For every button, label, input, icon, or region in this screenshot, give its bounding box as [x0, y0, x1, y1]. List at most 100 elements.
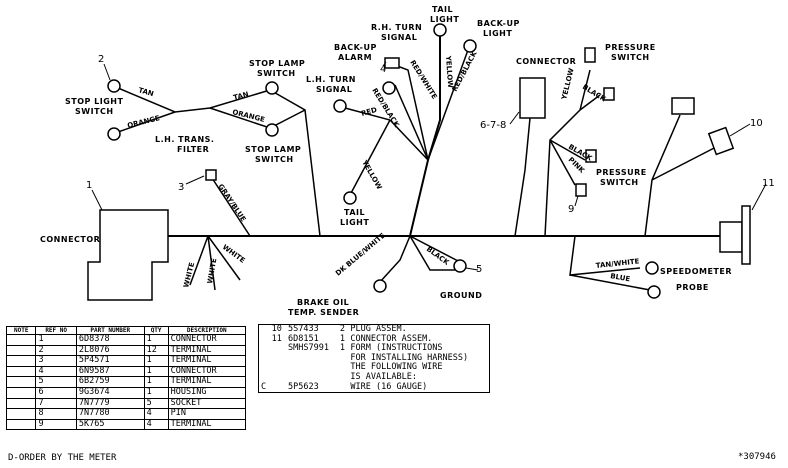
connector-left-label: CONNECTOR [40, 235, 100, 244]
back-up-light-label: BACK-UP [477, 19, 520, 28]
wire-label-orange: ORANGE [127, 114, 161, 130]
col-description: DESCRIPTION [167, 326, 247, 335]
callout-10: 10 [750, 118, 763, 129]
cell-note [259, 354, 270, 364]
cell-qty: 1 [143, 386, 169, 399]
wire-label-tan: TAN [137, 86, 154, 98]
lh-turn-signal-label-2: SIGNAL [316, 85, 352, 94]
cell-note: C [261, 381, 267, 392]
drawing-number: *307946 [738, 452, 776, 462]
cell-desc: WIRE (16 GAUGE) [350, 381, 428, 392]
cell-ref: 8 [35, 408, 77, 420]
stop-lamp-switch-bottom-label-2: SWITCH [255, 155, 294, 164]
cell-part: 7N7779 [75, 397, 145, 410]
cell-part: 5P5623 [288, 381, 319, 392]
wire-label-yellow: YELLOW [560, 67, 576, 101]
callout-4: 4 [380, 64, 386, 75]
wire-label-white: WHITE [221, 243, 247, 265]
pressure-switch-top [603, 87, 615, 101]
cell-qty [338, 363, 349, 373]
cell-qty: 1 [143, 376, 169, 388]
brake-oil-sender-label-2: TEMP. SENDER [288, 308, 359, 317]
cell-part: 7N7780 [75, 408, 145, 420]
cell-part: SMHS7991 [288, 343, 329, 354]
wire-label-tan: TAN [233, 90, 250, 102]
cell-desc: PIN [167, 408, 247, 420]
cell-ref: 7 [35, 397, 77, 410]
stop-lamp-switch-terminal [265, 81, 279, 95]
cell-qty [338, 383, 349, 393]
ground-label: GROUND [440, 291, 482, 300]
cell-desc: THE FOLLOWING WIRE [350, 362, 443, 373]
cell-desc: FOR INSTALLING HARNESS) [350, 352, 469, 363]
cell-note [259, 344, 270, 354]
cell-part [286, 363, 338, 373]
connector-678 [519, 77, 546, 119]
cell-desc: IS AVAILABLE: [350, 371, 417, 382]
cell-desc: SOCKET [167, 397, 247, 410]
cell-qty: 1 [143, 355, 169, 367]
rh-turn-signal-label-2: SIGNAL [381, 33, 417, 42]
cell-qty [338, 354, 349, 364]
cell-desc: CONNECTOR [167, 365, 247, 378]
cell-note [259, 335, 270, 345]
cell-ref: 5 [35, 376, 77, 388]
cell-qty: 1 [339, 343, 346, 354]
cell-ref [270, 363, 286, 373]
cell-part: 6D8378 [75, 334, 145, 346]
brake-oil-sender-label: BRAKE OIL [297, 298, 349, 307]
cell-ref: 4 [35, 365, 77, 378]
speedometer-probe-terminal [645, 261, 659, 275]
cell-ref: 10 [271, 324, 282, 334]
callout-5: 5 [476, 264, 482, 275]
tail-light-mid-label-2: LIGHT [340, 218, 369, 227]
stop-light-switch-terminal [107, 79, 121, 93]
wire-label-dk-blue-white: DK BLUE/WHITE [334, 231, 387, 277]
lh-turn-signal-label: L.H. TURN [306, 75, 356, 84]
cell-part: 6B2759 [75, 376, 145, 388]
stop-lamp-switch-top-label-2: SWITCH [257, 69, 296, 78]
cell-note [259, 363, 270, 373]
wire-label-white: WHITE [206, 257, 218, 284]
wire-label-yellow: YELLOW [360, 158, 384, 191]
stop-light-switch-label: STOP LIGHT [65, 97, 124, 106]
cell-desc: FORM (INSTRUCTIONS [350, 343, 443, 354]
table-row: IS AVAILABLE: [259, 371, 490, 383]
tail-light-top-label-2: LIGHT [430, 15, 459, 24]
connector-11 [719, 205, 751, 265]
stop-light-switch-terminal [107, 127, 121, 141]
rh-turn-signal-lamp [382, 81, 396, 95]
cell-part: 5P4571 [75, 355, 145, 367]
wire-label-gray-blue: GRAY/BLUE [216, 183, 247, 224]
speedometer-probe-label-2: PROBE [676, 283, 709, 292]
col-note: NOTE [5, 326, 37, 335]
tail-light-lamp [433, 23, 447, 37]
callout-9: 9 [568, 204, 574, 215]
cell-desc: CONNECTOR [167, 334, 247, 346]
cell-note [5, 418, 37, 431]
lh-trans-filter [205, 169, 217, 181]
wire-label-red-black: RED/BLACK [451, 50, 479, 93]
callout-1: 1 [86, 180, 92, 191]
cell-qty: 2 [339, 324, 346, 334]
lh-trans-filter-label-2: FILTER [177, 145, 209, 154]
cell-ref: 9 [35, 418, 77, 431]
callout-11: 11 [762, 178, 775, 189]
cell-desc: TERMINAL [167, 418, 247, 431]
col-ref-no: REF NO [35, 326, 77, 335]
pressure-switch-mid [575, 183, 587, 197]
back-up-alarm [384, 57, 400, 69]
lh-trans-filter-label: L.H. TRANS. [155, 135, 214, 144]
cell-note [5, 376, 37, 388]
back-up-light-lamp [463, 39, 477, 53]
back-up-alarm-label-2: ALARM [338, 53, 372, 62]
table-row: C 5P5623 WIRE (16 GAUGE) [259, 381, 490, 393]
